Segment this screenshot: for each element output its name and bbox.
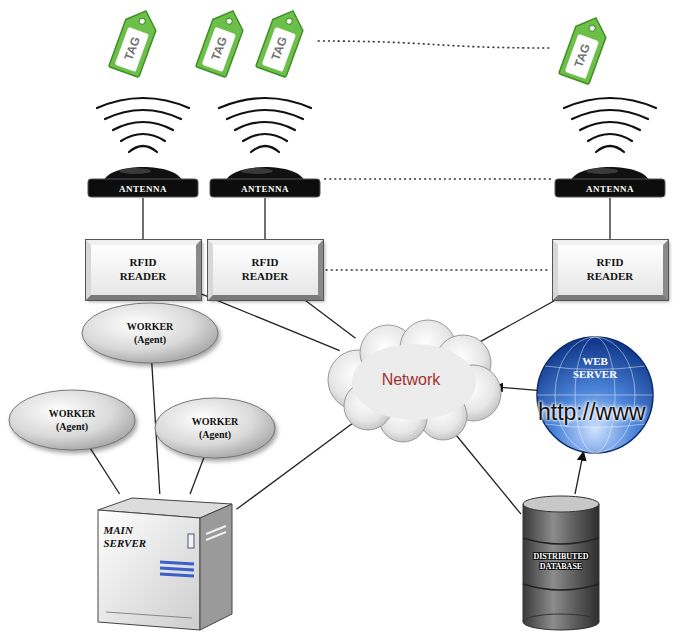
network-label: Network [382, 371, 441, 389]
tag-body [196, 5, 248, 77]
tag-panel [262, 27, 296, 72]
tag-panel [202, 27, 236, 72]
antenna-shine [241, 168, 273, 174]
antenna-shine [586, 168, 618, 174]
antenna-base [88, 179, 198, 197]
rfid-tag: TAG [189, 1, 254, 82]
antenna-base [210, 179, 320, 197]
dotted-connector [326, 269, 550, 271]
worker-label: WORKER (Agent) [120, 320, 180, 346]
worker-ellipse: WORKER (Agent) [7, 387, 137, 453]
tag-body [256, 5, 308, 77]
database-cylinder: DISTRIBUTED DATABASE [521, 494, 601, 632]
tag-hole [588, 24, 596, 32]
db-bottom [523, 614, 599, 630]
worker-ellipse: WORKER (Agent) [80, 300, 220, 366]
tag-hole [225, 17, 233, 25]
wave-arc [121, 134, 165, 141]
worker-outline [153, 395, 277, 461]
globe-outline [535, 335, 655, 455]
database-label: DISTRIBUTED DATABASE [523, 552, 599, 573]
server-base-line [106, 612, 192, 618]
radio-waves [564, 98, 656, 152]
reader-label: RFID READER [578, 256, 642, 284]
db-top [523, 496, 599, 512]
rfid-tag: TAG [552, 8, 617, 89]
connector [575, 452, 584, 494]
web-server-label: http://www [538, 399, 645, 426]
server-outline [92, 494, 237, 632]
db-sides [523, 504, 599, 622]
worker-outline [7, 387, 137, 453]
drive-slot [206, 526, 226, 540]
worker-ellipse-shape [9, 390, 135, 450]
main-server: MAIN SERVER [92, 494, 237, 632]
rfid-tag: TAG [249, 1, 314, 82]
connector [305, 300, 356, 338]
antenna-label: ANTENNA [87, 184, 199, 195]
web-server-label: WEB SERVER [565, 355, 625, 381]
radio-waves [219, 98, 311, 152]
worker-ellipse-shape [82, 303, 218, 363]
connector [201, 294, 340, 351]
worker-ellipse-shape [155, 398, 275, 458]
power-button [188, 534, 194, 548]
drive-bays [160, 562, 194, 576]
connector [264, 198, 265, 240]
wave-arc [113, 122, 173, 130]
rfid-tag: TAG [102, 1, 167, 82]
connector [142, 198, 143, 240]
antenna-shine [119, 168, 151, 174]
tag-hole [285, 17, 293, 25]
server-label: MAIN SERVER [104, 524, 156, 550]
tag-body [109, 5, 161, 77]
antenna: ANTENNA [554, 160, 666, 198]
cloud-core [352, 344, 476, 420]
antenna-label: ANTENNA [209, 184, 321, 195]
connector [91, 449, 120, 494]
reader-box: RFID READER [86, 240, 201, 300]
web-server-globe: WEB SERVER http://www [535, 335, 655, 455]
tag-body [559, 12, 611, 84]
dotted-connector [318, 41, 550, 48]
antenna: ANTENNA [87, 160, 199, 198]
tag-panel [115, 27, 149, 72]
antenna-base [555, 179, 665, 197]
wave-arc [97, 98, 189, 108]
connector [451, 429, 521, 514]
connector [609, 198, 610, 240]
network-cloud: Network [318, 318, 504, 442]
worker-label: WORKER (Agent) [185, 415, 245, 441]
reader-box: RFID READER [208, 240, 323, 300]
wave-arc [129, 146, 157, 152]
db-bands [523, 538, 599, 590]
antenna: ANTENNA [209, 160, 321, 198]
worker-label: WORKER (Agent) [42, 407, 102, 433]
reader-label: RFID READER [111, 256, 175, 284]
globe-sphere [537, 337, 653, 453]
antenna-label: ANTENNA [554, 184, 666, 195]
dotted-connector [324, 178, 551, 180]
connector [190, 458, 204, 495]
server-face [98, 510, 200, 630]
globe-grid [537, 337, 653, 453]
reader-box: RFID READER [553, 240, 668, 300]
tag-hole [138, 17, 146, 25]
globe-parallel [537, 395, 653, 396]
server-side [200, 504, 232, 630]
connector [475, 300, 555, 344]
tag-panel [565, 34, 599, 79]
reader-label: RFID READER [233, 256, 297, 284]
radio-waves [97, 98, 189, 152]
worker-outline [80, 300, 220, 366]
worker-ellipse: WORKER (Agent) [153, 395, 277, 461]
wave-arc [105, 110, 181, 119]
db-body [523, 504, 599, 622]
